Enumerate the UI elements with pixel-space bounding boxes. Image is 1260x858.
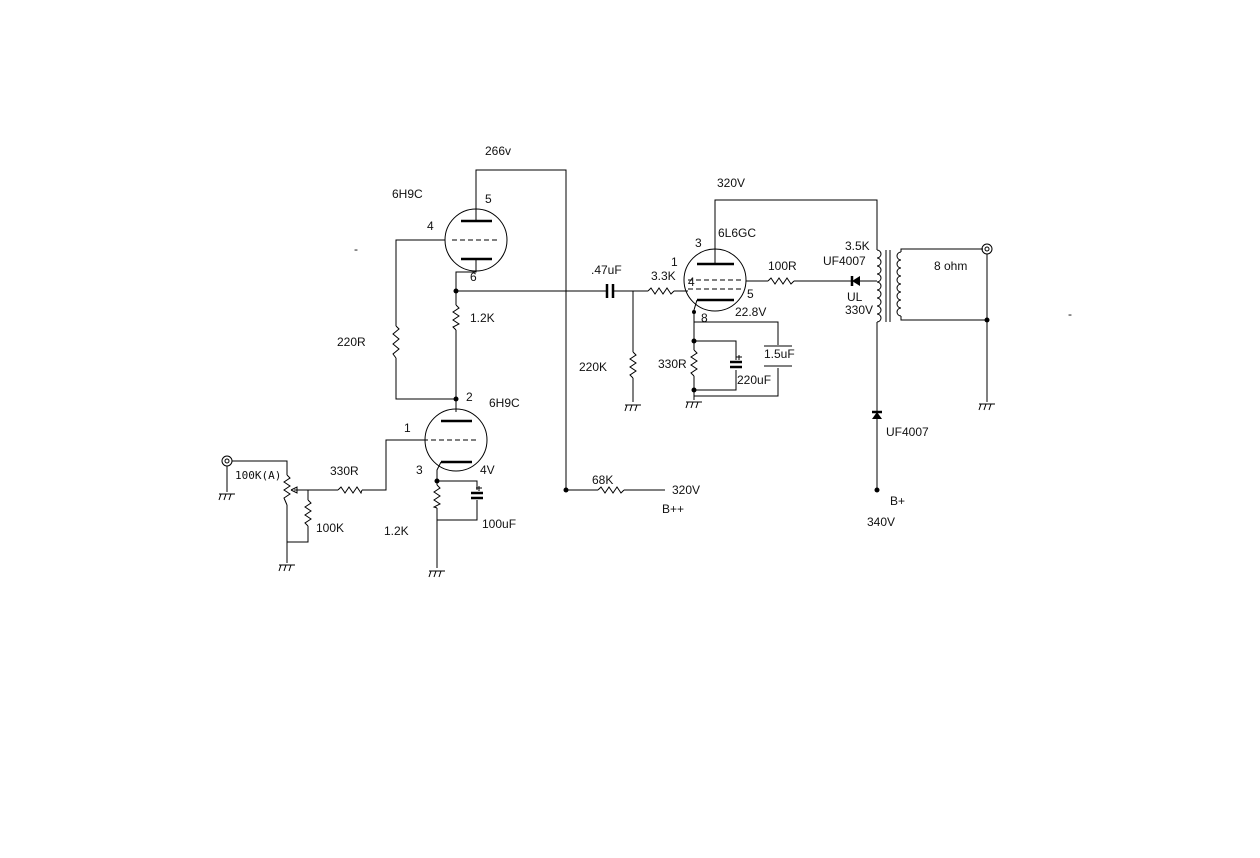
- resistor-68k: [563, 486, 665, 494]
- label-1k2-top: 1.2K: [470, 311, 495, 325]
- wire-bottom-grid: [362, 439, 428, 491]
- label-220r: 220R: [337, 335, 366, 349]
- label-top-pin6: 6: [470, 270, 477, 284]
- label-266v: 266v: [485, 144, 511, 158]
- output-transformer: [876, 248, 987, 323]
- wire-bottom-cathode: [434, 461, 478, 568]
- label-22-8v: 22.8V: [735, 305, 766, 319]
- capacitor-047uf: [605, 284, 615, 298]
- label-6l6-pin8: 8: [701, 311, 708, 325]
- resistor-100r: [767, 277, 795, 285]
- label-340v: 340V: [867, 515, 895, 529]
- label-pot: 100K(A): [235, 469, 281, 482]
- resistor-330r-input: [337, 486, 363, 495]
- ground-bottom-cathode: [428, 570, 445, 578]
- label-xfmr: 3.5K: [845, 239, 870, 253]
- label-6l6-pin5: 5: [747, 287, 754, 301]
- diode-uf4007-ul: [850, 276, 860, 286]
- label-6l6gc: 6L6GC: [718, 226, 756, 240]
- wire-6l6-plate: [714, 199, 878, 264]
- resistor-100k: [287, 490, 312, 543]
- label-330r-input: 330R: [330, 464, 359, 478]
- resistor-330r-cathode: [690, 349, 698, 377]
- label-6l6-pin1: 1: [671, 255, 678, 269]
- label-top-pin5: 5: [485, 192, 492, 206]
- label-100uf: 100uF: [482, 517, 516, 531]
- ground-pot: [278, 564, 295, 572]
- label-bot-pin1: 1: [404, 421, 411, 435]
- capacitor-1u5f: [764, 345, 792, 367]
- label-220uf: 220uF: [737, 373, 771, 387]
- label-100r: 100R: [768, 259, 797, 273]
- resistor-3k3: [647, 287, 688, 295]
- label-bplus: B+: [890, 494, 905, 508]
- label-4v: 4V: [480, 463, 495, 477]
- wire-grid-feedback: [395, 239, 456, 400]
- ground-grid-leak: [624, 404, 641, 412]
- wire-6l6-cathode: [691, 299, 779, 400]
- resistor-1k2-bottom: [432, 484, 441, 509]
- ground-6l6-cathode: [685, 401, 702, 409]
- label-8ohm: 8 ohm: [934, 259, 967, 273]
- output-jack: [981, 243, 993, 402]
- label-6l6-pin3: 3: [695, 236, 702, 250]
- label-bot-pin2: 2: [466, 390, 473, 404]
- capacitor-220uf: [730, 355, 742, 369]
- capacitor-100uf: [471, 486, 483, 500]
- label-330r-cathode: 330R: [658, 357, 687, 371]
- label-tube-top: 6H9C: [392, 187, 423, 201]
- label-stray-right: -: [1068, 307, 1072, 321]
- wire-coupling: [456, 290, 648, 402]
- wire-bplus: [874, 322, 880, 493]
- ground-input: [218, 493, 235, 501]
- label-ul: UL: [847, 290, 863, 304]
- label-320v-bpp: 320V: [672, 483, 700, 497]
- label-tube-bot: 6H9C: [489, 396, 520, 410]
- label-047uf: .47uF: [591, 263, 622, 277]
- label-diode-ul: UF4007: [823, 254, 866, 268]
- label-bot-pin3: 3: [416, 463, 423, 477]
- label-320v-top: 320V: [717, 176, 745, 190]
- diode-uf4007-bplus: [872, 410, 882, 419]
- label-1u5f: 1.5uF: [764, 347, 795, 361]
- resistor-1k2-top: [452, 304, 460, 331]
- ground-output: [978, 403, 995, 411]
- label-bpp: B++: [662, 502, 684, 516]
- tube-6h9c-bottom: [424, 408, 488, 472]
- label-stray-left: -: [354, 242, 358, 256]
- resistor-220r: [392, 325, 400, 359]
- label-6l6-pin4: 4: [688, 275, 695, 289]
- label-68k: 68K: [592, 473, 613, 487]
- label-330v: 330V: [845, 303, 873, 317]
- input-jack: [221, 455, 288, 492]
- label-1k2-bot: 1.2K: [384, 524, 409, 538]
- label-220k: 220K: [579, 360, 607, 374]
- label-diode-bplus: UF4007: [886, 425, 929, 439]
- label-top-pin4: 4: [427, 219, 434, 233]
- label-3k3: 3.3K: [651, 269, 676, 283]
- resistor-220k: [629, 351, 637, 379]
- label-100k: 100K: [316, 521, 344, 535]
- wire-266v-rail: [475, 169, 567, 490]
